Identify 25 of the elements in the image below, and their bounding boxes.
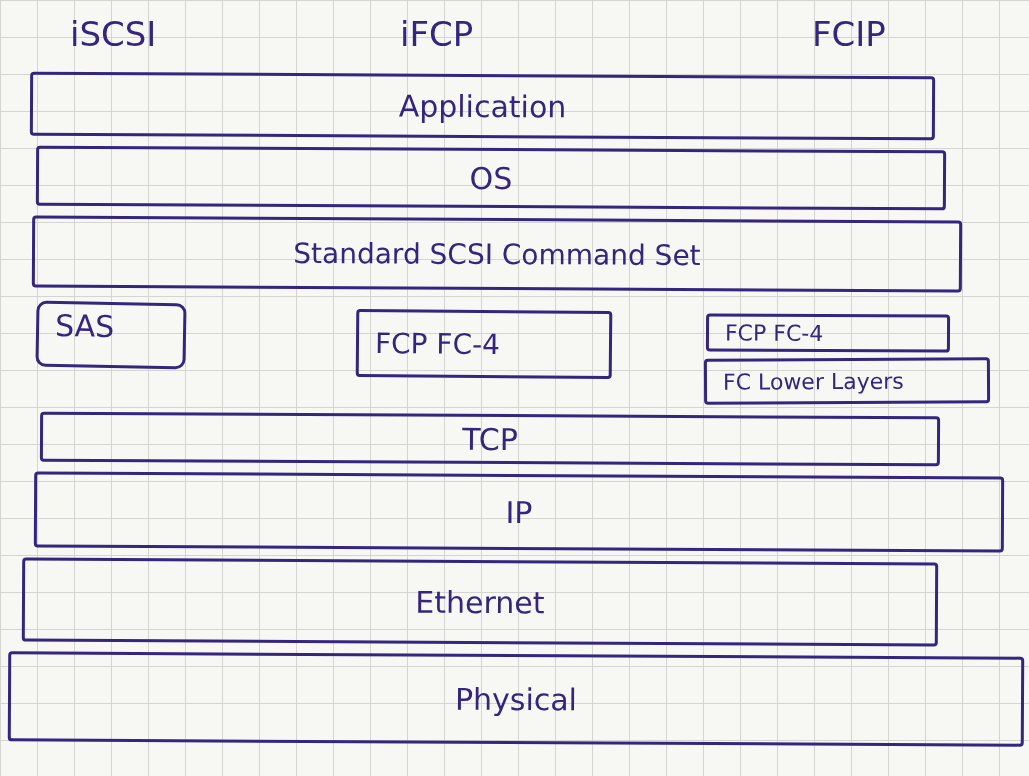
layer-box xyxy=(705,313,951,353)
layer-box xyxy=(703,357,991,405)
layer-box xyxy=(29,71,936,141)
layer-label: IP xyxy=(505,494,533,530)
layer-label: Ethernet xyxy=(415,584,545,620)
layer-box xyxy=(21,557,939,647)
layer-label: FCP FC-4 xyxy=(724,319,824,346)
layer-box xyxy=(7,651,1025,747)
layer-box xyxy=(33,471,1005,553)
layer-label: FCP FC-4 xyxy=(374,326,501,361)
layer-label: Application xyxy=(398,88,567,124)
layer-box xyxy=(355,308,613,380)
layer-label: OS xyxy=(469,160,513,196)
column-heading: iFCP xyxy=(400,14,474,54)
layer-label: FC Lower Layers xyxy=(722,368,904,395)
column-heading: iSCSI xyxy=(70,14,157,54)
layer-box xyxy=(35,300,187,370)
layer-box xyxy=(35,145,947,211)
layer-box xyxy=(31,215,963,293)
layer-box xyxy=(39,411,941,467)
layer-label: SAS xyxy=(54,308,115,345)
layer-label: Physical xyxy=(454,681,578,717)
column-heading: FCIP xyxy=(812,14,886,54)
layer-label: TCP xyxy=(462,421,518,457)
layer-label: Standard SCSI Command Set xyxy=(293,236,701,272)
